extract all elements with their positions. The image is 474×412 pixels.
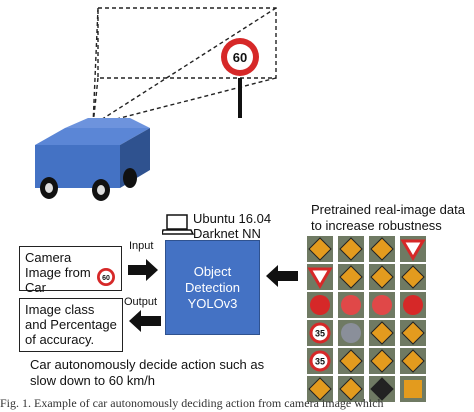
camera-image-label: Camera Image from Car: [25, 250, 91, 295]
action-description-line1: Car autonomously decide action such as: [30, 357, 265, 372]
pretrained-data-label-line1: Pretrained real-image data: [311, 202, 465, 217]
object-detection-box: Object Detection YOLOv3: [165, 240, 260, 335]
sign-tile-16: [400, 320, 426, 346]
sign-tile-11: [369, 292, 395, 318]
svg-text:35: 35: [315, 329, 325, 339]
svg-text:60: 60: [102, 275, 110, 282]
detector-label-line3: YOLOv3: [187, 295, 238, 311]
pretrained-sign-grid: 35 35: [307, 236, 469, 402]
sign-tile-10: [338, 292, 364, 318]
figure-caption: Fig. 1. Example of car autonomously deci…: [0, 396, 384, 410]
sign-tile-14: [338, 320, 364, 346]
sign-tile-7: [369, 264, 395, 290]
action-description-line2: slow down to 60 km/h: [30, 373, 156, 388]
sign-tile-21: [307, 376, 333, 402]
input-arrow: [128, 259, 158, 281]
camera-view-frustum: [92, 7, 277, 126]
sign-tile-19: [369, 348, 395, 374]
pretrained-data-label-line2: to increase robustness: [311, 218, 442, 233]
sign-tile-24: [400, 376, 426, 402]
output-arrow: [129, 310, 161, 332]
speed-limit-value: 60: [233, 50, 247, 65]
camera-image-sign-icon: 60: [97, 268, 115, 286]
system-framework-label: Darknet NN: [193, 226, 261, 241]
output-box-label: Image class and Percentage of accuracy.: [25, 302, 117, 347]
sign-tile-6: [338, 264, 364, 290]
sign-tile-20: [400, 348, 426, 374]
output-arrow-label: Output: [124, 296, 158, 308]
sign-tile-23: [369, 376, 395, 402]
speed-limit-sign: 60: [221, 38, 259, 118]
car-icon: [35, 118, 150, 201]
sign-tile-2: [338, 236, 364, 262]
sign-tile-8: [400, 264, 426, 290]
sign-tile-18: [338, 348, 364, 374]
sign-tile-15: [369, 320, 395, 346]
dataset-arrow: [266, 265, 298, 287]
sign-tile-3: [369, 236, 395, 262]
laptop-icon: [162, 214, 194, 235]
svg-text:35: 35: [315, 357, 325, 367]
car-camera-scene: 60: [35, 7, 277, 201]
camera-image-box: Camera Image from Car 60: [19, 246, 122, 295]
sign-tile-9: [307, 292, 333, 318]
sign-tile-13: 35: [307, 320, 333, 346]
sign-tile-4: [400, 236, 426, 262]
detector-label-line2: Detection: [185, 279, 240, 295]
input-arrow-label: Input: [129, 240, 154, 252]
system-os-label: Ubuntu 16.04: [193, 211, 272, 226]
output-box: Image class and Percentage of accuracy.: [19, 298, 123, 352]
sign-tile-1: [307, 236, 333, 262]
sign-tile-22: [338, 376, 364, 402]
detector-label-line1: Object: [193, 263, 232, 279]
sign-tile-17: 35: [307, 348, 333, 374]
sign-tile-12: [400, 292, 426, 318]
sign-tile-5: [307, 264, 333, 290]
